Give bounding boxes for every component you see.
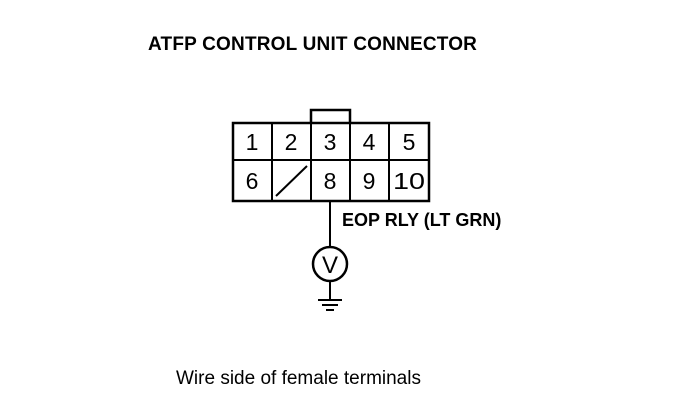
voltmeter-icon: V [311,245,349,283]
pin-2: 2 [285,129,298,155]
pin-6: 6 [246,168,259,194]
wire-label: EOP RLY (LT GRN) [342,210,502,230]
pin-1: 1 [246,129,259,155]
diagram-caption: Wire side of female terminals [176,368,421,389]
pin-9: 9 [363,168,376,194]
diagram-title: ATFP CONTROL UNIT CONNECTOR [148,34,478,55]
connector-lock-tab [309,108,352,123]
pin-10: 10 [393,168,425,194]
voltmeter-label: V [322,252,338,279]
pin-4: 4 [363,129,376,155]
empty-cavity-slash [275,165,308,197]
pin-8: 8 [324,168,337,194]
ground-icon [318,299,342,311]
pin-5: 5 [403,129,416,155]
pin-3: 3 [324,129,337,155]
